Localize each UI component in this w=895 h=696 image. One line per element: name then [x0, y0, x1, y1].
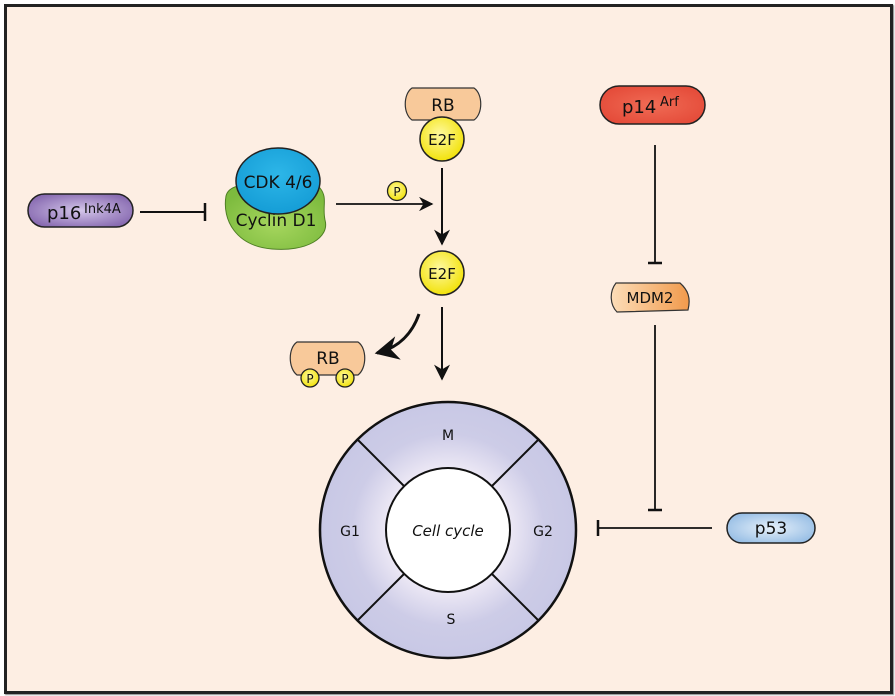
rb-top-label: RB	[431, 96, 454, 116]
p14-superscript: Arf	[660, 95, 679, 110]
edge-mdm2-inhibits-p53	[648, 325, 662, 512]
cyclin-label: Cyclin D1	[236, 211, 317, 231]
phase-s: S	[447, 612, 456, 628]
edge-p14-inhibits-mdm2	[648, 145, 662, 265]
node-p53: p53	[726, 512, 816, 544]
phase-g1: G1	[340, 524, 360, 540]
e2f-bound-label: E2F	[428, 131, 456, 149]
phosphate-label: P	[393, 185, 400, 199]
cell-cycle-wheel: Cell cycle M G2 S G1	[318, 400, 578, 660]
node-p16: p16 Ink4A	[27, 193, 134, 228]
node-rb-phosphorylated: RB P P	[289, 341, 366, 388]
phosphate-left-label: P	[306, 372, 313, 386]
p14-label: p14	[622, 97, 656, 118]
node-mdm2: MDM2	[610, 282, 690, 313]
edge-p53-inhibits-cell-cycle	[596, 520, 712, 536]
edge-e2f-to-rb-phospho	[374, 313, 421, 360]
phase-m: M	[442, 428, 454, 444]
cdk-label: CDK 4/6	[244, 173, 313, 193]
node-e2f-free: E2F	[419, 250, 465, 296]
p16-label: p16	[47, 203, 81, 224]
phosphate-left-icon	[300, 368, 320, 388]
phosphate-right-icon	[335, 368, 355, 388]
node-rb-top: RB	[404, 87, 482, 121]
phosphate-right-label: P	[341, 372, 348, 386]
node-cdk46: CDK 4/6	[235, 147, 321, 215]
rb-phospho-label: RB	[316, 349, 339, 369]
cell-cycle-label: Cell cycle	[412, 522, 484, 540]
edge-cdk-phosphorylates-rb: P	[336, 180, 434, 212]
mdm2-label: MDM2	[627, 289, 674, 307]
p53-label: p53	[755, 519, 787, 539]
node-e2f-bound: E2F	[419, 116, 465, 162]
node-p14: p14 Arf	[599, 85, 706, 125]
phosphate-icon	[386, 180, 408, 202]
phase-g2: G2	[533, 524, 553, 540]
e2f-free-label: E2F	[428, 265, 456, 283]
edge-p16-inhibits-cdk	[140, 203, 207, 221]
p16-superscript: Ink4A	[84, 202, 121, 217]
